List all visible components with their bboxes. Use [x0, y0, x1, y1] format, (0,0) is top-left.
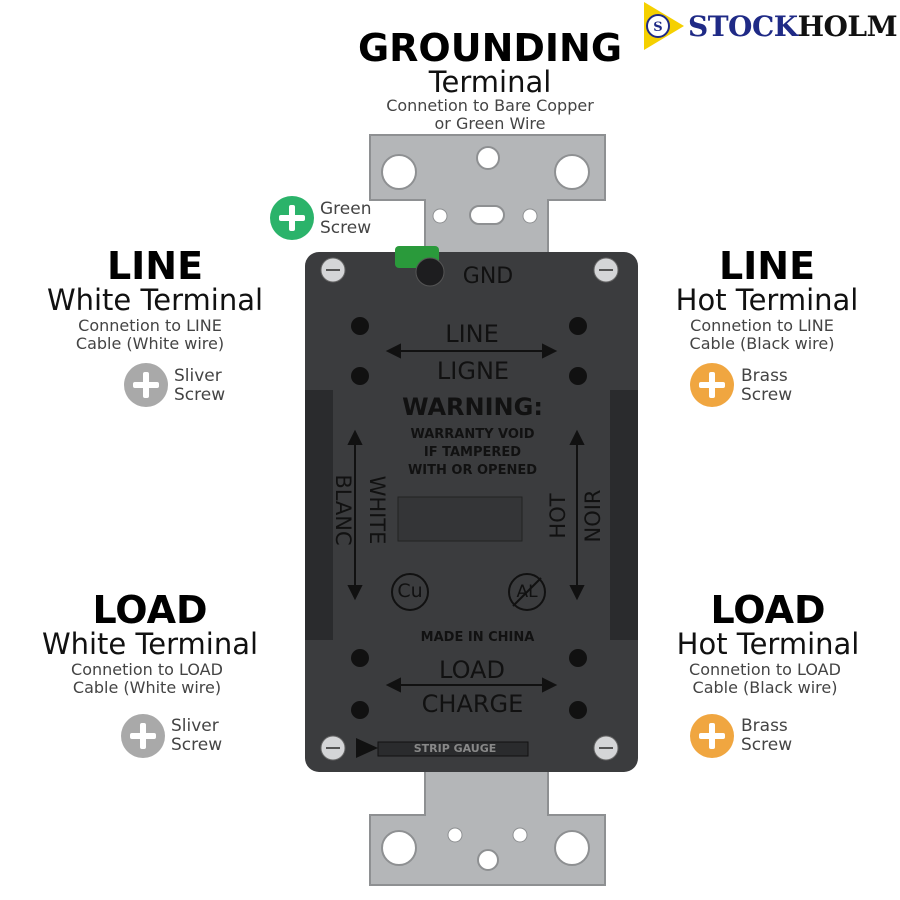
blanc-device-label: BLANC: [331, 474, 355, 546]
al-label: AL: [516, 582, 538, 602]
load-right-screw-line2: Screw: [741, 735, 793, 755]
ligne-device-label: LIGNE: [436, 357, 510, 385]
line-left-subtitle: White Terminal: [46, 283, 264, 317]
load-right-screw-line1: Brass: [741, 716, 788, 736]
load-left-silver-plus-icon: [121, 714, 165, 758]
grounding-desc-line1: Connetion to Bare Copper: [386, 96, 594, 115]
gnd-label: GND: [462, 264, 514, 289]
direction-arrows: [347, 343, 585, 693]
warning-label: WARNING:: [402, 393, 543, 421]
receptacle-body: [305, 252, 638, 772]
grounding-title: GROUNDING: [357, 26, 623, 70]
grounding-desc-line2: or Green Wire: [434, 114, 546, 133]
brand-emblem-icon: S: [644, 2, 684, 50]
brand-emblem-letter: S: [653, 20, 662, 35]
line-right-screw-line2: Screw: [741, 385, 793, 405]
green-screw-line1: Green: [320, 199, 372, 219]
line-left-desc-line2: Cable (White wire): [75, 334, 225, 353]
mounting-strap-bottom: [369, 769, 606, 886]
line-device-label: LINE: [445, 320, 499, 348]
line-right-brass-plus-icon: [690, 363, 734, 407]
wire-holes: [351, 317, 587, 719]
load-left-desc-line1: Connetion to LOAD: [71, 660, 223, 679]
hot-device-label: HOT: [546, 493, 570, 539]
load-left-screw-line2: Screw: [171, 735, 223, 755]
warranty-line2: IF TAMPERED: [423, 445, 522, 460]
green-screw-line2: Screw: [320, 218, 372, 238]
load-left-title: LOAD: [92, 588, 208, 632]
corner-screws: [320, 257, 619, 761]
cu-circle: [391, 573, 429, 611]
load-left-desc-line2: Cable (White wire): [72, 678, 222, 697]
made-in-label: MADE IN CHINA: [420, 630, 535, 645]
strip-gauge-label: STRIP GAUGE: [413, 742, 497, 755]
load-left-screw-line1: Sliver: [171, 716, 219, 736]
brand-name-part1: STOCK: [688, 10, 798, 43]
load-right-desc-line1: Connetion to LOAD: [689, 660, 841, 679]
load-left-subtitle: White Terminal: [41, 627, 259, 661]
line-right-screw-line1: Brass: [741, 366, 788, 386]
load-device-label: LOAD: [439, 656, 505, 684]
al-circle: [508, 573, 546, 611]
brand-logo: S: [640, 0, 900, 52]
line-left-desc-line1: Connetion to LINE: [78, 316, 222, 335]
load-right-title: LOAD: [710, 588, 826, 632]
line-left-title: LINE: [106, 244, 204, 288]
noir-device-label: NOIR: [581, 489, 605, 543]
green-ground-screw: [395, 246, 445, 287]
mounting-strap-top: [369, 134, 606, 256]
line-right-desc-line2: Cable (Black wire): [689, 334, 835, 353]
brand-name: STOCKHOLM: [688, 10, 898, 43]
load-right-subtitle: Hot Terminal: [676, 627, 860, 661]
line-left-screw-line1: Sliver: [174, 366, 222, 386]
charge-device-label: CHARGE: [421, 690, 524, 718]
al-slash: [512, 577, 542, 607]
load-right-brass-plus-icon: [690, 714, 734, 758]
brand-name-part2: HOLM: [797, 10, 898, 43]
white-device-label: WHITE: [365, 475, 389, 545]
warranty-line3: WITH OR OPENED: [407, 463, 538, 478]
strip-gauge: [356, 738, 529, 758]
line-right-title: LINE: [718, 244, 816, 288]
line-right-desc-line1: Connetion to LINE: [690, 316, 834, 335]
line-right-subtitle: Hot Terminal: [675, 283, 859, 317]
green-screw-plus-icon: [270, 196, 314, 240]
line-left-screw-line2: Screw: [174, 385, 226, 405]
warranty-line1: WARRANTY VOID: [410, 427, 535, 442]
grounding-subtitle: Terminal: [428, 65, 552, 99]
line-left-silver-plus-icon: [124, 363, 168, 407]
load-right-desc-line2: Cable (Black wire): [692, 678, 838, 697]
cu-label: Cu: [397, 580, 423, 602]
